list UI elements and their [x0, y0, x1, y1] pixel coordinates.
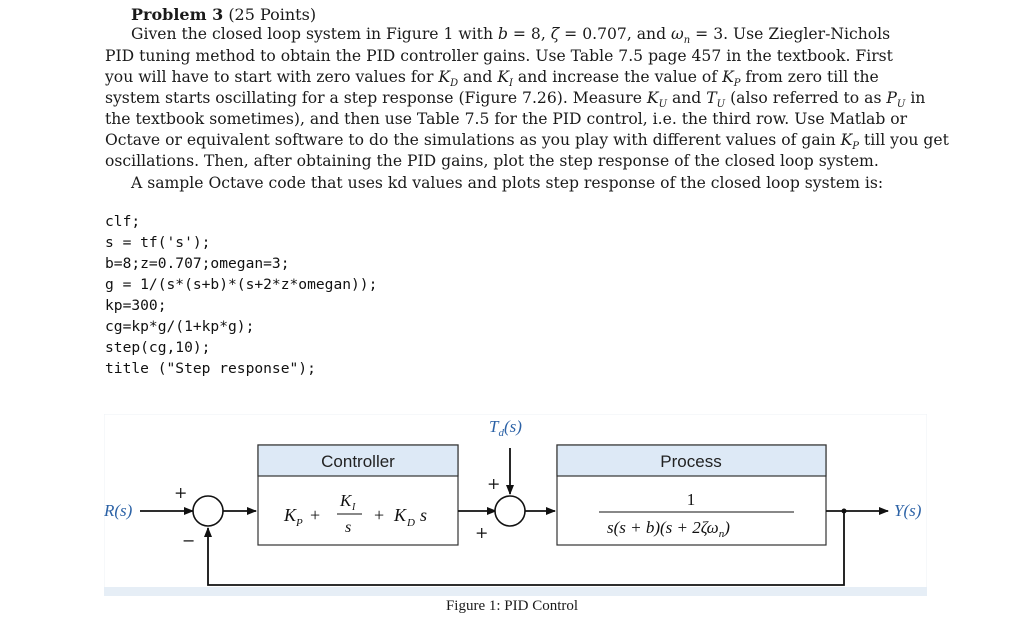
svg-text:s: s [345, 519, 351, 536]
statement-line-6: Octave or equivalent software to do the … [105, 131, 949, 153]
pid-block-diagram: R(s) + − Controller K P + K I s + K D s … [104, 414, 927, 596]
svg-text:I: I [351, 502, 356, 513]
figure-footer-strip [104, 587, 927, 596]
controller-header [257, 444, 459, 477]
sum2-plus-top: + [487, 474, 500, 493]
process-numerator: 1 [687, 490, 696, 509]
code-line-3: b=8;z=0.707;omegan=3; [105, 255, 290, 272]
disturbance-label: Td(s) [489, 417, 522, 439]
problem-points: (25 Points) [228, 5, 317, 24]
problem-title: Problem 3 [131, 5, 224, 24]
figure-caption: Figure 1: PID Control [445, 598, 579, 614]
statement-line-1: Given the closed loop system in Figure 1… [131, 25, 891, 47]
code-line-1: clf; [105, 213, 141, 230]
controller-expression: K P + K I s + K D s [283, 491, 427, 536]
svg-text:+: + [310, 505, 320, 525]
feedback-path [204, 511, 845, 586]
statement-line-3: you will have to start with zero values … [105, 68, 879, 90]
summing-junction-2 [494, 495, 526, 527]
svg-text:D: D [406, 517, 415, 529]
svg-text:K: K [339, 491, 353, 510]
svg-text:K: K [283, 505, 297, 525]
code-line-2: s = tf('s'); [105, 234, 211, 251]
code-line-4: g = 1/(s*(s+b)*(s+2*z*omegan)); [105, 276, 378, 293]
sum1-plus-sign: + [174, 483, 187, 502]
svg-text:s: s [420, 505, 427, 525]
code-line-8: title ("Step response"); [105, 360, 316, 377]
statement-line-2: PID tuning method to obtain the PID cont… [105, 47, 893, 65]
statement-line-5: the textbook sometimes), and then use Ta… [105, 110, 908, 128]
sum2-plus-left: + [475, 523, 488, 542]
code-line-5: kp=300; [105, 297, 167, 314]
svg-text:+: + [374, 505, 384, 525]
output-label-y: Y(s) [894, 501, 922, 520]
problem-heading: Problem 3 (25 Points) [131, 5, 316, 24]
process-title: Process [660, 452, 721, 471]
statement-line-7: oscillations. Then, after obtaining the … [105, 152, 879, 170]
input-label-r: R(s) [104, 501, 133, 520]
summing-junction-1 [192, 495, 224, 527]
statement-line-4: system starts oscillating for a step res… [105, 89, 926, 111]
process-header [556, 444, 827, 477]
controller-title: Controller [321, 452, 395, 471]
process-denominator: s(s + b)(s + 2ζωn) [607, 518, 730, 540]
code-line-6: cg=kp*g/(1+kp*g); [105, 318, 255, 335]
code-line-7: step(cg,10); [105, 339, 211, 356]
code-intro: A sample Octave code that uses kd values… [131, 174, 884, 192]
sum1-minus-sign: − [182, 531, 195, 550]
svg-text:P: P [295, 517, 303, 529]
svg-text:K: K [393, 505, 407, 525]
